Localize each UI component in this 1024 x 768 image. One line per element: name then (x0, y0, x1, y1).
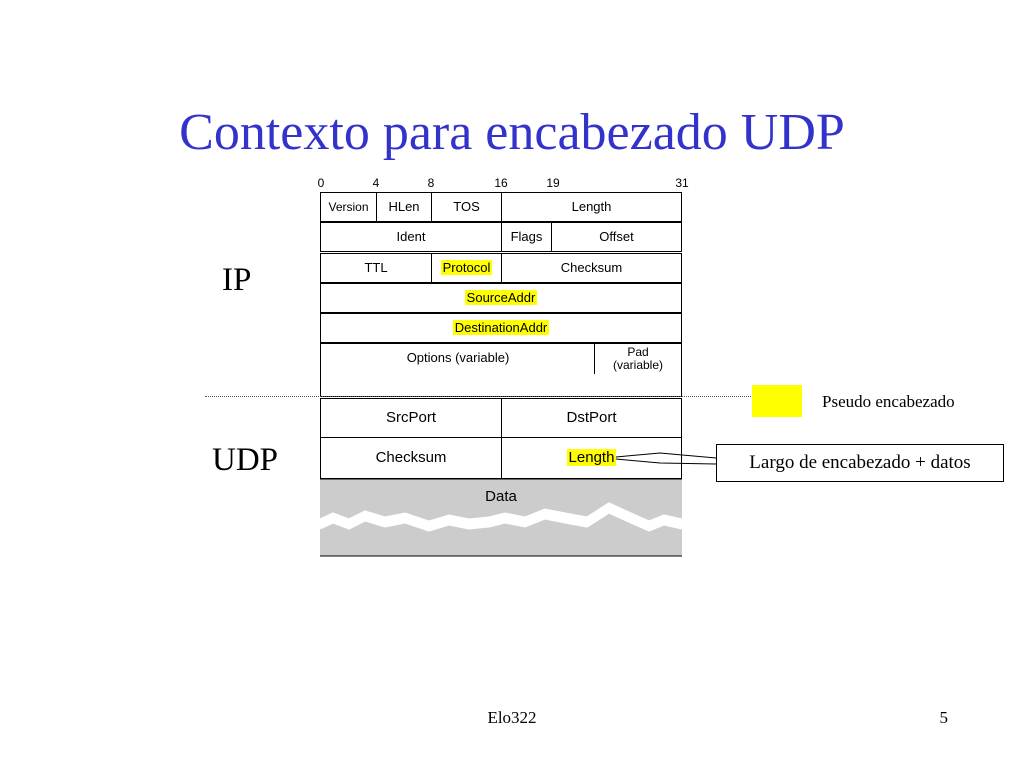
ip-row-5: DestinationAddr (320, 313, 682, 343)
udp-data-label: Data (485, 488, 517, 505)
ip-protocol-label: Protocol (440, 260, 493, 275)
ip-flags-field: Flags (502, 223, 552, 251)
ip-row-3: TTL Protocol Checksum (320, 253, 682, 283)
udp-data-block (319, 478, 683, 557)
ip-destination-addr-label: DestinationAddr (452, 320, 550, 335)
ip-hlen-field: HLen (377, 193, 432, 221)
udp-length-label: Length (566, 449, 617, 466)
length-callout: Largo de encabezado + datos (716, 444, 1004, 482)
ip-version-field: Version (321, 193, 377, 221)
bit-8: 8 (427, 176, 435, 190)
udp-row-2: Checksum Length (320, 437, 682, 479)
ip-checksum-field: Checksum (560, 260, 623, 275)
ip-pad-variable-label: (variable) (612, 358, 663, 372)
udp-row-1: SrcPort DstPort (320, 398, 682, 438)
ip-ttl-field: TTL (321, 254, 432, 282)
ip-row-4: SourceAddr (320, 283, 682, 313)
ip-protocol-field: Protocol (432, 254, 502, 282)
ip-row-6: Options (variable) Pad (variable) (320, 343, 682, 397)
ip-tos-field: TOS (432, 193, 502, 221)
callout-line-upper (615, 452, 717, 459)
ip-destination-addr-field: DestinationAddr (321, 314, 681, 342)
options-pad-divider (594, 344, 595, 374)
ip-pad-label: Pad (627, 345, 649, 359)
udp-src-port-field: SrcPort (321, 399, 502, 437)
data-tear-line-lower (319, 510, 683, 532)
pseudo-header-legend-label: Pseudo encabezado (822, 392, 955, 411)
footer-course: Elo322 (487, 708, 537, 727)
footer-page-number: 5 (939, 708, 949, 727)
ip-row-2: Ident Flags Offset (320, 222, 682, 252)
ip-pad-field: Pad (variable) (595, 344, 681, 372)
ip-ident-field: Ident (321, 223, 502, 251)
ip-source-addr-label: SourceAddr (464, 290, 538, 305)
bit-4: 4 (372, 176, 380, 190)
ip-row-1: Version HLen TOS Length (320, 192, 682, 222)
bit-19: 19 (546, 176, 560, 190)
ip-options-field: Options (variable) (406, 350, 510, 365)
pseudo-header-swatch (752, 385, 802, 417)
bit-0: 0 (317, 176, 325, 190)
ip-source-addr-field: SourceAddr (321, 284, 681, 312)
udp-length-field: Length (502, 438, 681, 478)
udp-dst-port-field: DstPort (566, 409, 617, 426)
slide-title: Contexto para encabezado UDP (179, 104, 845, 161)
ip-label: IP (222, 262, 252, 298)
data-tear-line-upper (319, 502, 683, 524)
ip-length-field: Length (571, 199, 612, 214)
callout-line-lower (615, 458, 717, 465)
data-fill-top (320, 479, 682, 522)
bit-16: 16 (494, 176, 508, 190)
pseudo-header-separator (205, 396, 755, 397)
callout-connector (615, 452, 717, 465)
data-fill-bottom (320, 512, 682, 556)
ip-offset-field: Offset (599, 229, 634, 244)
udp-checksum-field: Checksum (321, 438, 502, 478)
udp-label: UDP (212, 442, 279, 478)
bit-31: 31 (675, 176, 689, 190)
